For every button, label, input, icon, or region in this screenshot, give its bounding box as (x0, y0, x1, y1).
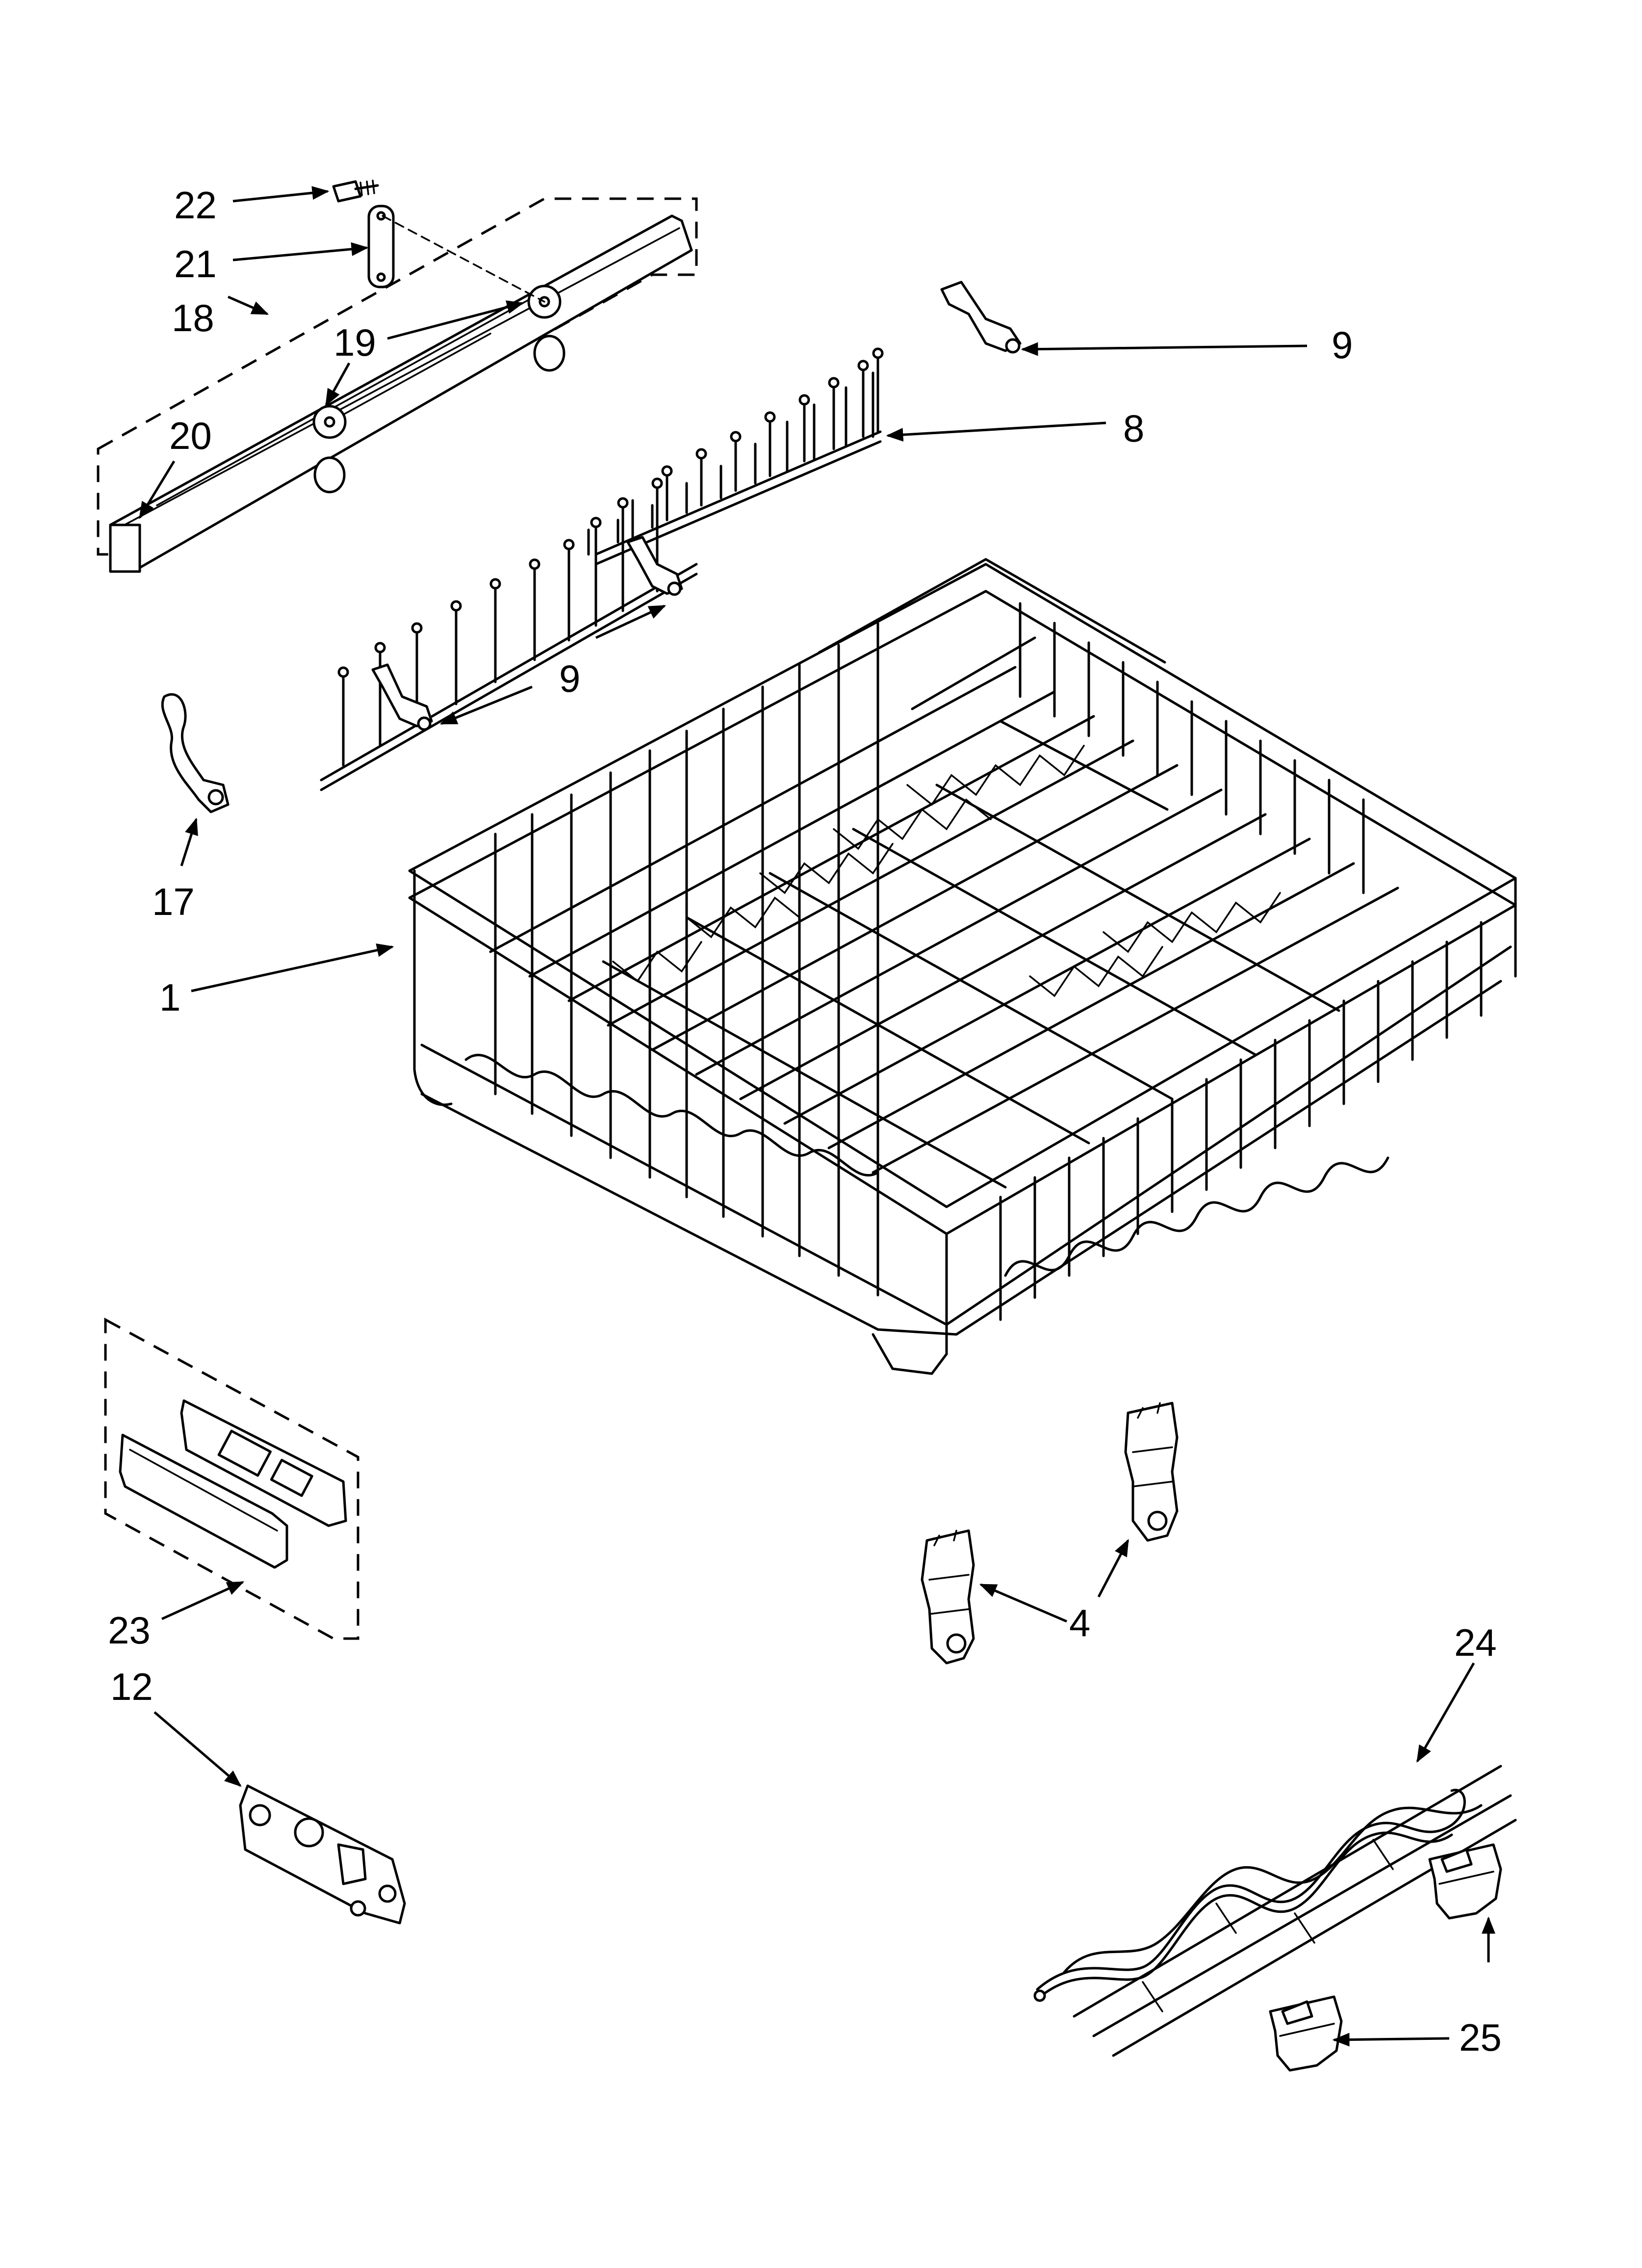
callout-19: 19 (334, 321, 376, 364)
upper-rack-basket (408, 558, 1517, 1375)
rail-assembly-group (97, 197, 698, 573)
callout-22: 22 (174, 183, 217, 227)
callout-9-lower: 9 (559, 657, 580, 700)
callout-8: 8 (1123, 407, 1144, 450)
stop-plate-part (367, 205, 545, 303)
tine-row-lower (320, 477, 698, 791)
callout-18: 18 (172, 296, 214, 339)
callout-20: 20 (169, 414, 212, 457)
adjuster-bracket-right (1124, 1402, 1179, 1542)
tine-clip-upper (940, 281, 1022, 354)
callout-21: 21 (174, 242, 217, 286)
callout-17: 17 (152, 880, 195, 923)
callout-1: 1 (159, 976, 180, 1019)
callout-23: 23 (108, 1609, 151, 1652)
handle-assembly-dashed-boundary (104, 1317, 359, 1640)
callout-24: 24 (1454, 1621, 1497, 1664)
adjuster-bracket-left (921, 1529, 975, 1665)
screw-part (332, 180, 379, 203)
rail-end-cap (109, 523, 141, 573)
rack-hook-part (161, 693, 230, 813)
callout-labels: 22 21 18 19 20 9 8 9 17 1 23 12 4 24 25 (108, 183, 1502, 2059)
rack-clip-left (1269, 1995, 1343, 2072)
handle-assembly-group (104, 1317, 359, 1640)
rack-clip-right (1428, 1843, 1502, 1920)
tine-row-upper (587, 347, 884, 566)
callout-9-upper: 9 (1332, 323, 1353, 366)
tine-clip-row-2 (371, 663, 433, 731)
leader-lines (138, 186, 1495, 2047)
callout-4: 4 (1069, 1601, 1090, 1644)
tine-clip-row-1 (626, 536, 683, 596)
handle-base (180, 1399, 347, 1527)
rail-roller-lower (312, 405, 347, 494)
latch-part (239, 1784, 406, 1925)
callout-12: 12 (110, 1665, 153, 1708)
rail-assembly-dashed-boundary (97, 197, 698, 556)
callout-25: 25 (1459, 2016, 1502, 2059)
